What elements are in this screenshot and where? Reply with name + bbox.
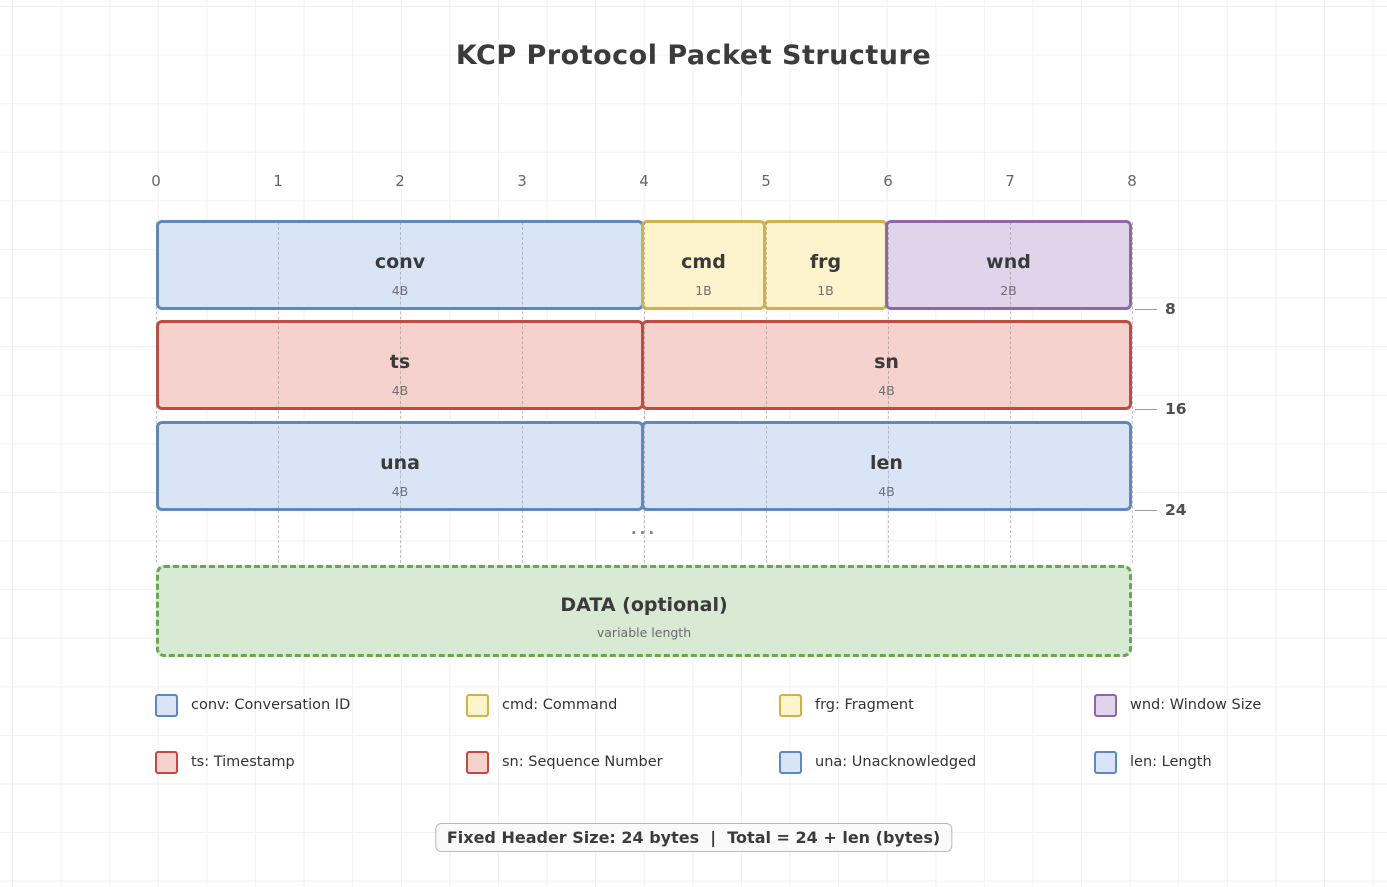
field-label: ts xyxy=(389,350,411,373)
field-label: wnd xyxy=(986,250,1031,273)
legend-item-cmd: cmd: Command xyxy=(466,691,617,719)
legend-swatch-conv xyxy=(155,693,178,717)
ruler-tick-8: 8 xyxy=(1127,172,1137,190)
legend-item-frg: frg: Fragment xyxy=(779,691,914,719)
field-size: 2B xyxy=(1000,282,1017,298)
data-box-sublabel: variable length xyxy=(596,625,692,641)
offset-label: 16 xyxy=(1165,400,1187,418)
offset-label: 8 xyxy=(1165,300,1176,318)
byte-gridline xyxy=(278,222,279,563)
legend-swatch-ts xyxy=(155,750,178,774)
legend: conv: Conversation ID cmd: Command frg: … xyxy=(155,691,1375,791)
field-size: 4B xyxy=(878,382,895,398)
legend-item-conv: conv: Conversation ID xyxy=(155,691,350,719)
field-size: 4B xyxy=(391,382,409,398)
header-row-3: una 4B len 4B xyxy=(156,421,1132,511)
legend-label: ts: Timestamp xyxy=(191,754,295,770)
byte-gridline xyxy=(766,222,767,563)
field-size: 4B xyxy=(391,483,409,499)
legend-item-wnd: wnd: Window Size xyxy=(1094,691,1261,719)
packet-structure-diagram: 0 1 2 3 4 5 6 7 8 conv 4B xyxy=(151,172,1356,657)
ruler-tick-4: 4 xyxy=(639,172,649,190)
legend-swatch-una xyxy=(779,750,802,774)
legend-label: cmd: Command xyxy=(502,697,618,713)
legend-swatch-cmd xyxy=(466,693,489,717)
data-box-label: DATA (optional) xyxy=(560,594,728,617)
byte-gridline xyxy=(156,222,157,563)
field-label: cmd xyxy=(681,250,726,273)
continuation-ellipsis: ··· xyxy=(630,524,658,542)
field-una: una 4B xyxy=(156,421,644,511)
legend-swatch-frg xyxy=(779,693,802,717)
field-ts: ts 4B xyxy=(156,320,644,410)
legend-swatch-len xyxy=(1094,750,1117,774)
legend-label: len: Length xyxy=(1130,754,1212,770)
legend-label: conv: Conversation ID xyxy=(191,697,351,713)
byte-gridline xyxy=(888,222,889,563)
legend-label: sn: Sequence Number xyxy=(502,754,663,770)
offset-label: 24 xyxy=(1165,501,1187,519)
field-sn: sn 4B xyxy=(641,320,1132,410)
field-size: 4B xyxy=(391,282,409,298)
data-payload-box: DATA (optional) variable length xyxy=(156,565,1132,657)
ruler-tick-6: 6 xyxy=(883,172,893,190)
legend-item-ts: ts: Timestamp xyxy=(155,748,295,776)
byte-gridline xyxy=(644,222,645,563)
field-size: 1B xyxy=(817,282,834,298)
field-label: una xyxy=(380,451,420,474)
offset-tick xyxy=(1135,510,1157,511)
ruler-tick-0: 0 xyxy=(151,172,161,190)
field-frg: frg 1B xyxy=(763,220,888,310)
ruler-tick-7: 7 xyxy=(1005,172,1015,190)
packet-rows: conv 4B cmd 1B frg 1B wnd 2B xyxy=(156,220,1356,660)
field-label: sn xyxy=(874,350,899,373)
field-label: len xyxy=(870,451,903,474)
legend-swatch-wnd xyxy=(1094,693,1117,717)
ruler-tick-1: 1 xyxy=(273,172,283,190)
byte-gridline xyxy=(1132,222,1133,563)
header-row-1: conv 4B cmd 1B frg 1B wnd 2B xyxy=(156,220,1132,310)
field-wnd: wnd 2B xyxy=(885,220,1132,310)
legend-item-len: len: Length xyxy=(1094,748,1212,776)
footer-note: Fixed Header Size: 24 bytes | Total = 24… xyxy=(434,823,953,852)
legend-swatch-sn xyxy=(466,750,489,774)
field-conv: conv 4B xyxy=(156,220,644,310)
legend-item-sn: sn: Sequence Number xyxy=(466,748,663,776)
offset-tick xyxy=(1135,409,1157,410)
ruler-tick-2: 2 xyxy=(395,172,405,190)
field-cmd: cmd 1B xyxy=(641,220,766,310)
legend-item-una: una: Unacknowledged xyxy=(779,748,976,776)
field-label: conv xyxy=(374,250,426,273)
field-label: frg xyxy=(809,250,842,273)
byte-gridline xyxy=(400,222,401,563)
byte-gridline xyxy=(1010,222,1011,563)
page-title: KCP Protocol Packet Structure xyxy=(455,40,932,71)
legend-label: wnd: Window Size xyxy=(1130,697,1262,713)
field-len: len 4B xyxy=(641,421,1132,511)
legend-label: frg: Fragment xyxy=(815,697,914,713)
byte-gridline xyxy=(522,222,523,563)
field-size: 4B xyxy=(878,483,895,499)
field-size: 1B xyxy=(695,282,712,298)
offset-tick xyxy=(1135,309,1157,310)
ruler-tick-5: 5 xyxy=(761,172,771,190)
header-row-2: ts 4B sn 4B xyxy=(156,320,1132,410)
ruler-tick-3: 3 xyxy=(517,172,527,190)
legend-label: una: Unacknowledged xyxy=(815,754,977,770)
